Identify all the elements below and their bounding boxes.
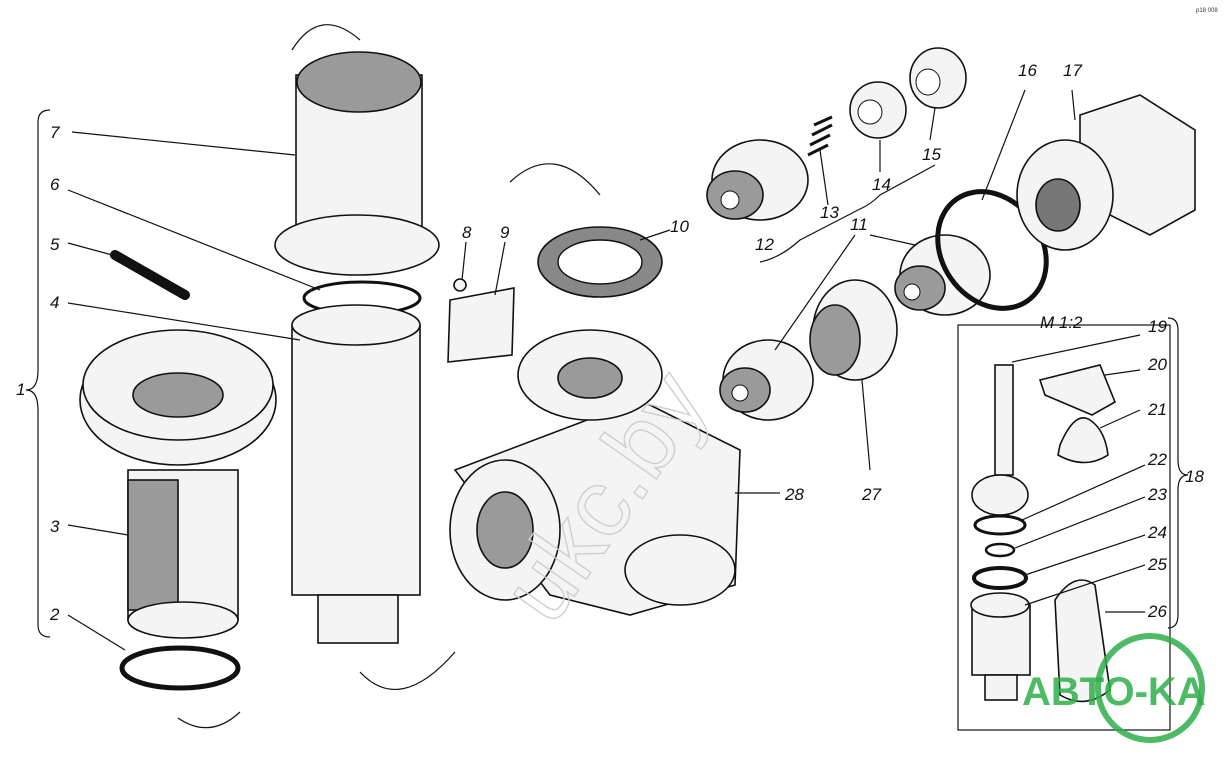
- leader-7: [71, 131, 296, 156]
- leader-11a: [774, 234, 856, 351]
- brand-logo: ABTO-KA: [1022, 633, 1206, 743]
- label-28: 28: [784, 485, 804, 504]
- corner-note: p18 008: [1196, 8, 1218, 14]
- label-18: 18: [1185, 467, 1204, 486]
- label-26: 26: [1147, 602, 1167, 621]
- label-17: 17: [1063, 61, 1082, 80]
- label-11a: 11: [850, 215, 868, 234]
- leader-8: [461, 241, 467, 281]
- leader-27: [861, 379, 871, 471]
- pin-5: [110, 250, 190, 300]
- leader-11b: [869, 234, 916, 246]
- fitting-12: [706, 139, 809, 221]
- label-7: 7: [50, 123, 60, 142]
- ring-23: [984, 542, 1016, 558]
- ring-22: [973, 514, 1027, 536]
- leader-15: [929, 107, 936, 141]
- leader-21: [1099, 409, 1141, 429]
- label-8: 8: [462, 223, 472, 242]
- leader-2: [67, 614, 126, 651]
- fitting-11-left: [719, 339, 814, 421]
- rotation-arrow: [177, 711, 241, 729]
- label-23: 23: [1147, 485, 1167, 504]
- label-22: 22: [1147, 450, 1167, 469]
- label-6: 6: [50, 175, 60, 194]
- scale-label: M 1:2: [1040, 313, 1083, 332]
- label-25: 25: [1147, 555, 1167, 574]
- screw-8: [453, 278, 467, 292]
- leader-17: [1071, 89, 1076, 121]
- label-19: 19: [1148, 317, 1167, 336]
- washer-24: [972, 566, 1028, 590]
- union-nut-17: [1016, 94, 1196, 251]
- label-21: 21: [1147, 400, 1167, 419]
- o-ring-2: [119, 645, 241, 691]
- leader-22: [1021, 464, 1146, 521]
- label-1: 1: [16, 380, 25, 399]
- rotation-arrow-mid: [509, 163, 601, 196]
- svg-text:ABTO-KA: ABTO-KA: [1022, 670, 1206, 714]
- bracket-12-15: [759, 164, 936, 263]
- nipple-25: [970, 592, 1031, 701]
- leader-5: [67, 242, 113, 256]
- leader-25: [1024, 564, 1146, 606]
- leader-6: [67, 189, 321, 291]
- leader-4: [67, 302, 301, 341]
- leader-16: [981, 89, 1026, 201]
- leader-13: [819, 149, 829, 206]
- leader-19: [1011, 334, 1141, 363]
- leader-24: [1024, 534, 1146, 576]
- label-12: 12: [755, 235, 774, 254]
- rotation-arrow-top: [291, 24, 361, 51]
- sleeve-27: [809, 279, 898, 381]
- label-3: 3: [50, 517, 60, 536]
- label-10: 10: [670, 217, 689, 236]
- detail-inset: [957, 324, 1171, 731]
- spring-13: [807, 115, 833, 157]
- leader-23: [1014, 496, 1146, 549]
- leader-10: [639, 229, 671, 241]
- plate-20: [1038, 364, 1117, 416]
- label-27: 27: [861, 485, 881, 504]
- label-15: 15: [922, 145, 941, 164]
- label-4: 4: [50, 293, 59, 312]
- plate-9: [447, 287, 515, 363]
- nut-26: [1054, 579, 1111, 703]
- filter-sleeve: [291, 304, 421, 644]
- rotation-arrow-bottom: [359, 651, 456, 691]
- filter-cap: [274, 51, 440, 276]
- label-24: 24: [1147, 523, 1167, 542]
- leader-3: [67, 524, 129, 536]
- cap-21: [1057, 417, 1109, 464]
- leader-9: [494, 241, 506, 296]
- assembly-1-brace: [25, 109, 51, 638]
- label-2: 2: [49, 605, 60, 624]
- label-16: 16: [1018, 61, 1037, 80]
- assembly-18-brace: [1167, 317, 1189, 629]
- valve-stem-19: [971, 364, 1029, 516]
- filter-cup: [79, 329, 277, 639]
- leader-20: [1104, 369, 1141, 376]
- label-20: 20: [1147, 355, 1167, 374]
- label-13: 13: [820, 203, 839, 222]
- label-14: 14: [872, 175, 891, 194]
- label-9: 9: [500, 223, 510, 242]
- label-5: 5: [50, 235, 60, 254]
- valve-body: [449, 329, 741, 616]
